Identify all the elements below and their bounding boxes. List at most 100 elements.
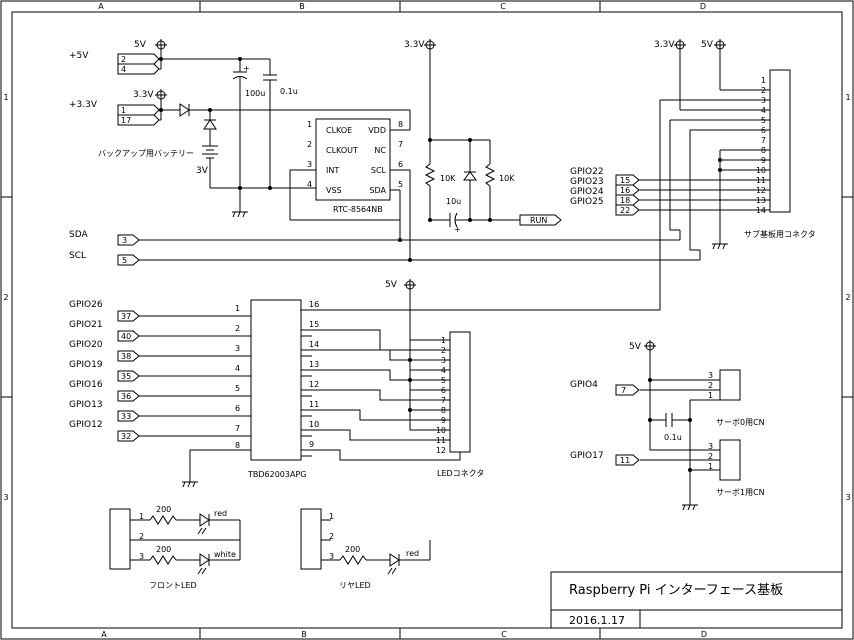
driver-gpio-pin-35: 35 bbox=[121, 372, 131, 381]
label-33v-b: 3.3V bbox=[404, 40, 425, 50]
sub-gpio-port bbox=[615, 174, 640, 186]
driver-out-pin-11: 11 bbox=[309, 400, 319, 409]
driver-out-pin-16: 16 bbox=[309, 300, 319, 309]
driver-gpio-gpio20: GPIO20 bbox=[69, 340, 103, 350]
rtc-pin-label-clkout: CLKOUT bbox=[326, 146, 358, 155]
border-col-d: D bbox=[700, 2, 706, 11]
net-label-33v: +3.3V bbox=[69, 100, 98, 110]
power-input-section: +5V 2 4 5V + 100u 0.1u +3.3V 1 17 3.3V バ… bbox=[69, 38, 300, 218]
power-symbol-33v-b bbox=[423, 38, 437, 52]
rear-led-name: リヤLED bbox=[339, 581, 371, 590]
ground-symbol-power bbox=[231, 211, 249, 218]
border-row-3: 3 bbox=[3, 493, 8, 502]
rtc-name: RTC-8564NB bbox=[333, 205, 383, 214]
servo0-pin-2: 2 bbox=[708, 381, 713, 390]
sub-gpio-port bbox=[615, 194, 640, 206]
front-pin-2: 2 bbox=[139, 532, 144, 541]
run-label: RUN bbox=[530, 216, 547, 225]
rear-pin-1: 1 bbox=[329, 512, 334, 521]
pin-33v-a: 1 bbox=[121, 106, 126, 115]
border-col-a-bottom: A bbox=[101, 630, 107, 639]
power-symbol-5v-b bbox=[713, 38, 727, 52]
label-5v-b: 5V bbox=[701, 40, 714, 50]
power-symbol-5v-c bbox=[403, 278, 417, 292]
border-col-b: B bbox=[299, 2, 305, 11]
border-col-c: C bbox=[500, 2, 506, 11]
label-33v-c: 3.3V bbox=[654, 40, 675, 50]
sub-gpio-pin-16: 16 bbox=[620, 186, 630, 195]
sub-gpio-gpio23: GPIO23 bbox=[570, 177, 604, 187]
run-circuit: 3.3V 10K 10K 10u + RUN bbox=[404, 38, 562, 234]
driver-gpio-port bbox=[117, 370, 140, 382]
driver-out-pin-15: 15 bbox=[309, 320, 319, 329]
led-pin-12: 12 bbox=[436, 446, 446, 455]
bus-sda-pin: 3 bbox=[122, 236, 127, 245]
driver-out-pin-9: 9 bbox=[309, 440, 314, 449]
front-r1-label: 200 bbox=[156, 505, 171, 514]
front-led2-color: white bbox=[214, 550, 236, 559]
servo1-pin-2: 2 bbox=[708, 452, 713, 461]
power-symbol-33v-a bbox=[154, 88, 168, 102]
driver-gnd-pin: 8 bbox=[235, 441, 240, 450]
rtc-pin-1: 1 bbox=[307, 120, 312, 129]
sub-gpio-gpio24: GPIO24 bbox=[570, 187, 604, 197]
battery-label: バックアップ用バッテリー bbox=[98, 149, 194, 158]
title-text: Raspberry Pi インターフェース基板 bbox=[569, 583, 783, 598]
label-33v-a: 3.3V bbox=[133, 90, 154, 100]
sub-gpio-gpio25: GPIO25 bbox=[570, 197, 604, 207]
label-5v-c: 5V bbox=[385, 280, 398, 290]
driver-gpio-pin-37: 37 bbox=[121, 312, 131, 321]
driver-gpio-gpio16: GPIO16 bbox=[69, 380, 103, 390]
rtc-pin-label-clkoe: CLKOE bbox=[326, 126, 352, 135]
servo-section: 5V 3 2 1 GPIO4 7 サーボ0用CN 0.1u 3 2 1 GPIO… bbox=[570, 339, 765, 511]
servo0-pin: 7 bbox=[621, 386, 626, 395]
servo0-gpio: GPIO4 bbox=[570, 380, 598, 390]
front-r2-label: 200 bbox=[156, 545, 171, 554]
power-symbol-5v-d bbox=[643, 339, 657, 353]
title-date: 2016.1.17 bbox=[569, 614, 625, 627]
sub-gpio-port bbox=[615, 184, 640, 196]
led-connector-name: LEDコネクタ bbox=[437, 469, 484, 478]
ground-symbol-sub bbox=[711, 243, 729, 250]
driver-gpio-port bbox=[117, 390, 140, 402]
rtc-pin-8: 8 bbox=[398, 120, 403, 129]
border-col-c-bottom: C bbox=[501, 630, 507, 639]
driver-gpio-gpio26: GPIO26 bbox=[69, 300, 103, 310]
border-col-d-bottom: D bbox=[701, 630, 707, 639]
driver-ic-pin-1: 1 bbox=[235, 304, 240, 313]
sub-gpio-port bbox=[615, 204, 640, 216]
pin-33v-b: 17 bbox=[121, 116, 131, 125]
bus-sda-label: SDA bbox=[69, 230, 88, 240]
driver-ic-pin-5: 5 bbox=[235, 384, 240, 393]
driver-gpio-pin-32: 32 bbox=[121, 432, 131, 441]
power-symbol-33v-c bbox=[673, 38, 687, 52]
rtc-pin-label-scl: SCL bbox=[371, 166, 387, 175]
driver-gpio-port bbox=[117, 430, 140, 442]
border-row-1: 1 bbox=[3, 93, 8, 102]
bus-scl-label: SCL bbox=[69, 251, 86, 261]
rtc-pin-label-sda: SDA bbox=[369, 186, 386, 195]
sub-gpio-pin-22: 22 bbox=[620, 206, 630, 215]
net-label-5v: +5V bbox=[69, 51, 89, 61]
driver-out-pin-12: 12 bbox=[309, 380, 319, 389]
rtc-pin-3: 3 bbox=[307, 160, 312, 169]
driver-gpio-pin-38: 38 bbox=[121, 352, 131, 361]
servo1-gpio: GPIO17 bbox=[570, 451, 604, 461]
run-port bbox=[519, 214, 562, 226]
servo1-name: サーボ1用CN bbox=[716, 488, 765, 497]
servo1-pin: 11 bbox=[620, 456, 630, 465]
border-row-2-right: 2 bbox=[845, 293, 850, 302]
resistor-run-1-label: 10K bbox=[440, 174, 456, 183]
rtc-pin-label-vdd: VDD bbox=[368, 126, 386, 135]
rtc-pin-7: 7 bbox=[398, 140, 403, 149]
ground-symbol-servo bbox=[681, 504, 699, 511]
driver-out-pin-10: 10 bbox=[309, 420, 319, 429]
driver-gpio-gpio13: GPIO13 bbox=[69, 400, 103, 410]
driver-ic-pin-4: 4 bbox=[235, 364, 240, 373]
front-led1-color: red bbox=[214, 509, 227, 518]
servo0-name: サーボ0用CN bbox=[716, 418, 765, 427]
driver-gpio-gpio12: GPIO12 bbox=[69, 420, 103, 430]
servo1-pin-1: 1 bbox=[708, 462, 713, 471]
